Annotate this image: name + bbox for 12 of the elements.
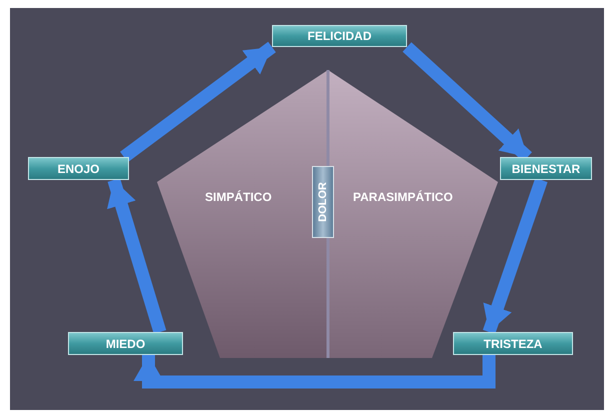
- emotion-label: BIENESTAR: [500, 157, 592, 180]
- emotion-label: TRISTEZA: [453, 332, 573, 355]
- emotion-label: ENOJO: [28, 157, 129, 180]
- block-arrow: [482, 178, 548, 334]
- emotion-label: FELICIDAD: [272, 25, 407, 47]
- branch-label: PARASIMPÁTICO: [353, 190, 453, 204]
- block-arrow: [107, 178, 166, 334]
- vertical-label: DOLOR: [312, 166, 334, 238]
- block-arrow: [134, 355, 496, 388]
- block-arrow: [120, 42, 276, 162]
- branch-label: SIMPÁTICO: [205, 190, 272, 204]
- emotion-label: MIEDO: [68, 332, 183, 355]
